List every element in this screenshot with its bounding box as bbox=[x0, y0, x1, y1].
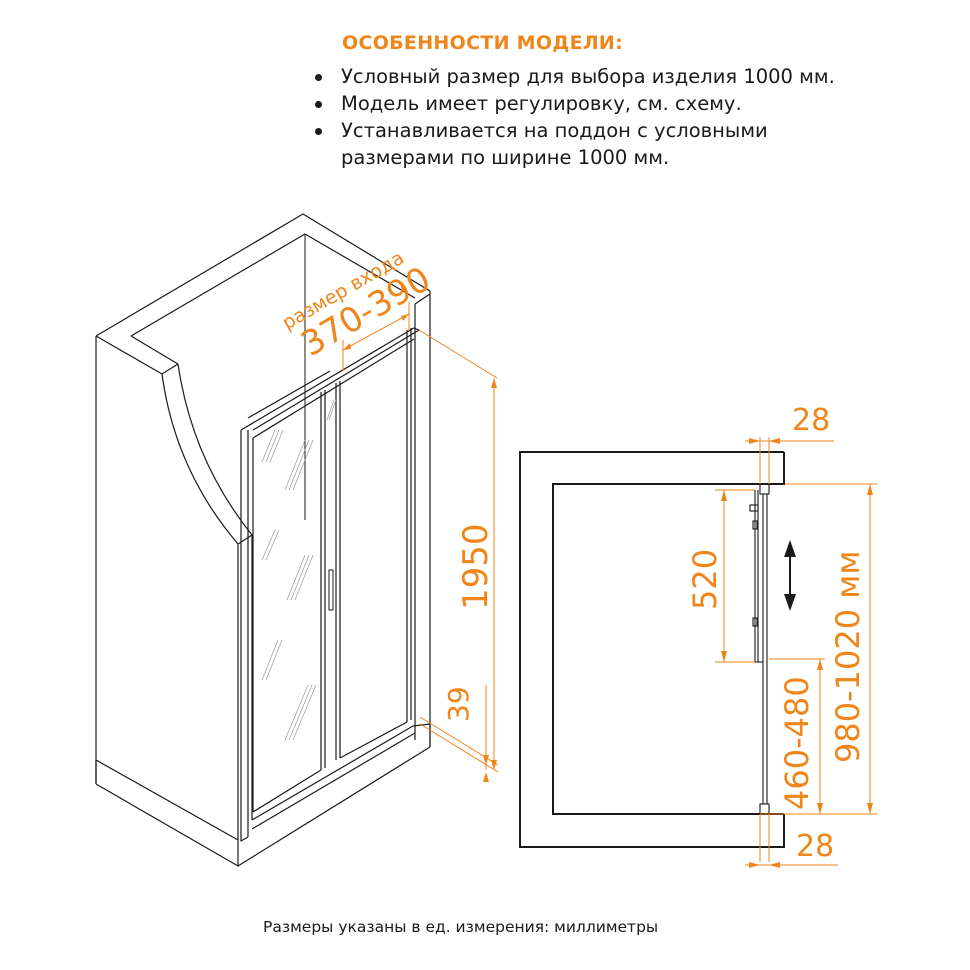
total-width-dimension: 980-1020 мм bbox=[829, 550, 867, 763]
bullet-icon bbox=[315, 101, 322, 108]
tray-height-dimension: 39 bbox=[442, 686, 475, 722]
units-note: Размеры указаны в ед. измерения: миллиме… bbox=[263, 918, 659, 936]
feature-item: Устанавливается на поддон с условными bbox=[312, 117, 835, 144]
features-list: Условный размер для выбора изделия 1000 … bbox=[312, 63, 835, 171]
feature-item-continuation: размерами по ширине 1000 мм. bbox=[341, 146, 670, 169]
isometric-shower-view bbox=[95, 213, 431, 867]
iso-dimensions bbox=[342, 302, 499, 782]
features-title: ОСОБЕННОСТИ МОДЕЛИ: bbox=[342, 32, 624, 54]
feature-item: Условный размер для выбора изделия 1000 … bbox=[312, 63, 835, 90]
plan-view bbox=[519, 451, 785, 848]
adjust-range-dimension: 520 bbox=[686, 549, 724, 610]
bullet-icon bbox=[315, 128, 322, 135]
height-dimension: 1950 bbox=[456, 523, 496, 610]
fixed-panel-dimension: 460-480 bbox=[778, 676, 816, 810]
feature-item: Модель имеет регулировку, см. схему. bbox=[312, 90, 835, 117]
top-profile-dimension: 28 bbox=[792, 403, 830, 438]
bottom-profile-dimension: 28 bbox=[796, 829, 834, 864]
bullet-icon bbox=[315, 74, 322, 81]
plan-dimensions bbox=[715, 437, 877, 868]
adjustment-arrow-icon bbox=[784, 540, 796, 611]
